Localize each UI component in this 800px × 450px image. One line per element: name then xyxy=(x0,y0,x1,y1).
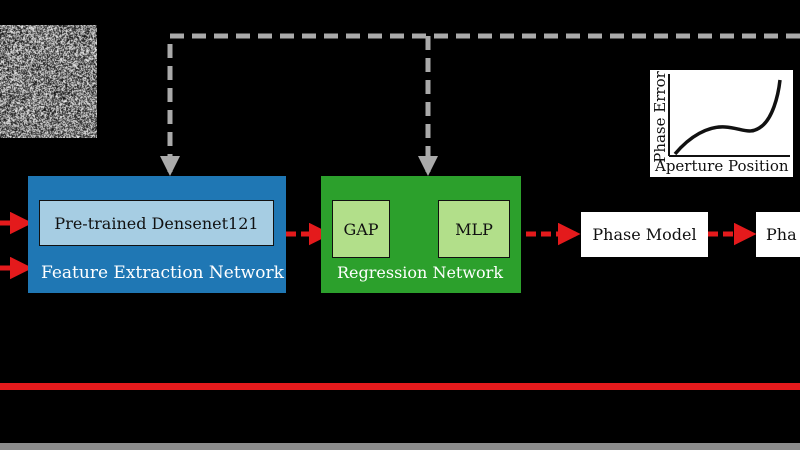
phase-model-label: Phase Model xyxy=(592,225,697,244)
phase-output-box: Pha xyxy=(756,212,800,257)
phase-model-box: Phase Model xyxy=(581,212,708,257)
feature-extraction-block: Pre-trained Densenet121 Feature Extracti… xyxy=(28,176,286,293)
bottom-red-bar xyxy=(0,383,800,390)
inset-plot-svg xyxy=(668,74,790,157)
mlp-label: MLP xyxy=(455,219,493,239)
gap-box: GAP xyxy=(332,200,390,258)
bottom-gray-strip xyxy=(0,443,800,450)
pretrained-densenet-label: Pre-trained Densenet121 xyxy=(54,213,259,233)
gap-label: GAP xyxy=(343,219,379,239)
pretrained-densenet-box: Pre-trained Densenet121 xyxy=(39,200,274,246)
feedback-line xyxy=(167,33,800,160)
inset-xlabel: Aperture Position xyxy=(655,157,789,175)
inset-plot: Phase Error Aperture Position xyxy=(650,70,793,177)
inset-ylabel: Phase Error xyxy=(650,71,669,163)
feature-extraction-title: Feature Extraction Network xyxy=(41,263,284,283)
inset-curve xyxy=(673,79,782,156)
speckle-noise-image xyxy=(0,25,97,138)
regression-title: Regression Network xyxy=(337,263,504,282)
regression-block: GAP MLP Regression Network xyxy=(321,176,521,293)
mlp-box: MLP xyxy=(438,200,510,258)
phase-output-label: Pha xyxy=(766,225,797,244)
